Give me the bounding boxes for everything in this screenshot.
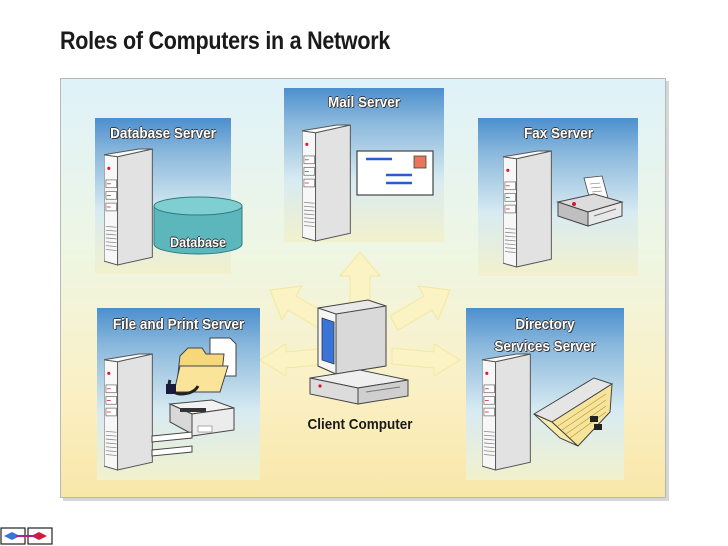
client-computer-label: Client Computer: [307, 416, 413, 433]
database-server-label: Database Server: [110, 125, 216, 142]
directory-book-icon: [532, 377, 614, 447]
folder-icon: [166, 337, 237, 396]
fax-server-label: Fax Server: [523, 125, 593, 142]
arrows-burst: [259, 251, 461, 377]
page-title: Roles of Computers in a Network: [60, 27, 391, 55]
mail-server-icon: [302, 122, 360, 244]
mail-server-label: Mail Server: [327, 94, 401, 111]
navigation-logo-icon: [0, 527, 53, 545]
fax-server-icon: [503, 148, 561, 270]
client-computer-icon: [309, 299, 409, 405]
database-cylinder-icon: [153, 196, 243, 255]
printer-icon: [151, 399, 235, 457]
fax-machine-icon: [556, 175, 624, 227]
envelope-icon: [356, 150, 434, 196]
file-print-server-label: File and Print Server: [112, 316, 245, 333]
directory-services-server-label: Directory Services Server: [494, 316, 596, 355]
database-label: Database: [169, 234, 227, 250]
